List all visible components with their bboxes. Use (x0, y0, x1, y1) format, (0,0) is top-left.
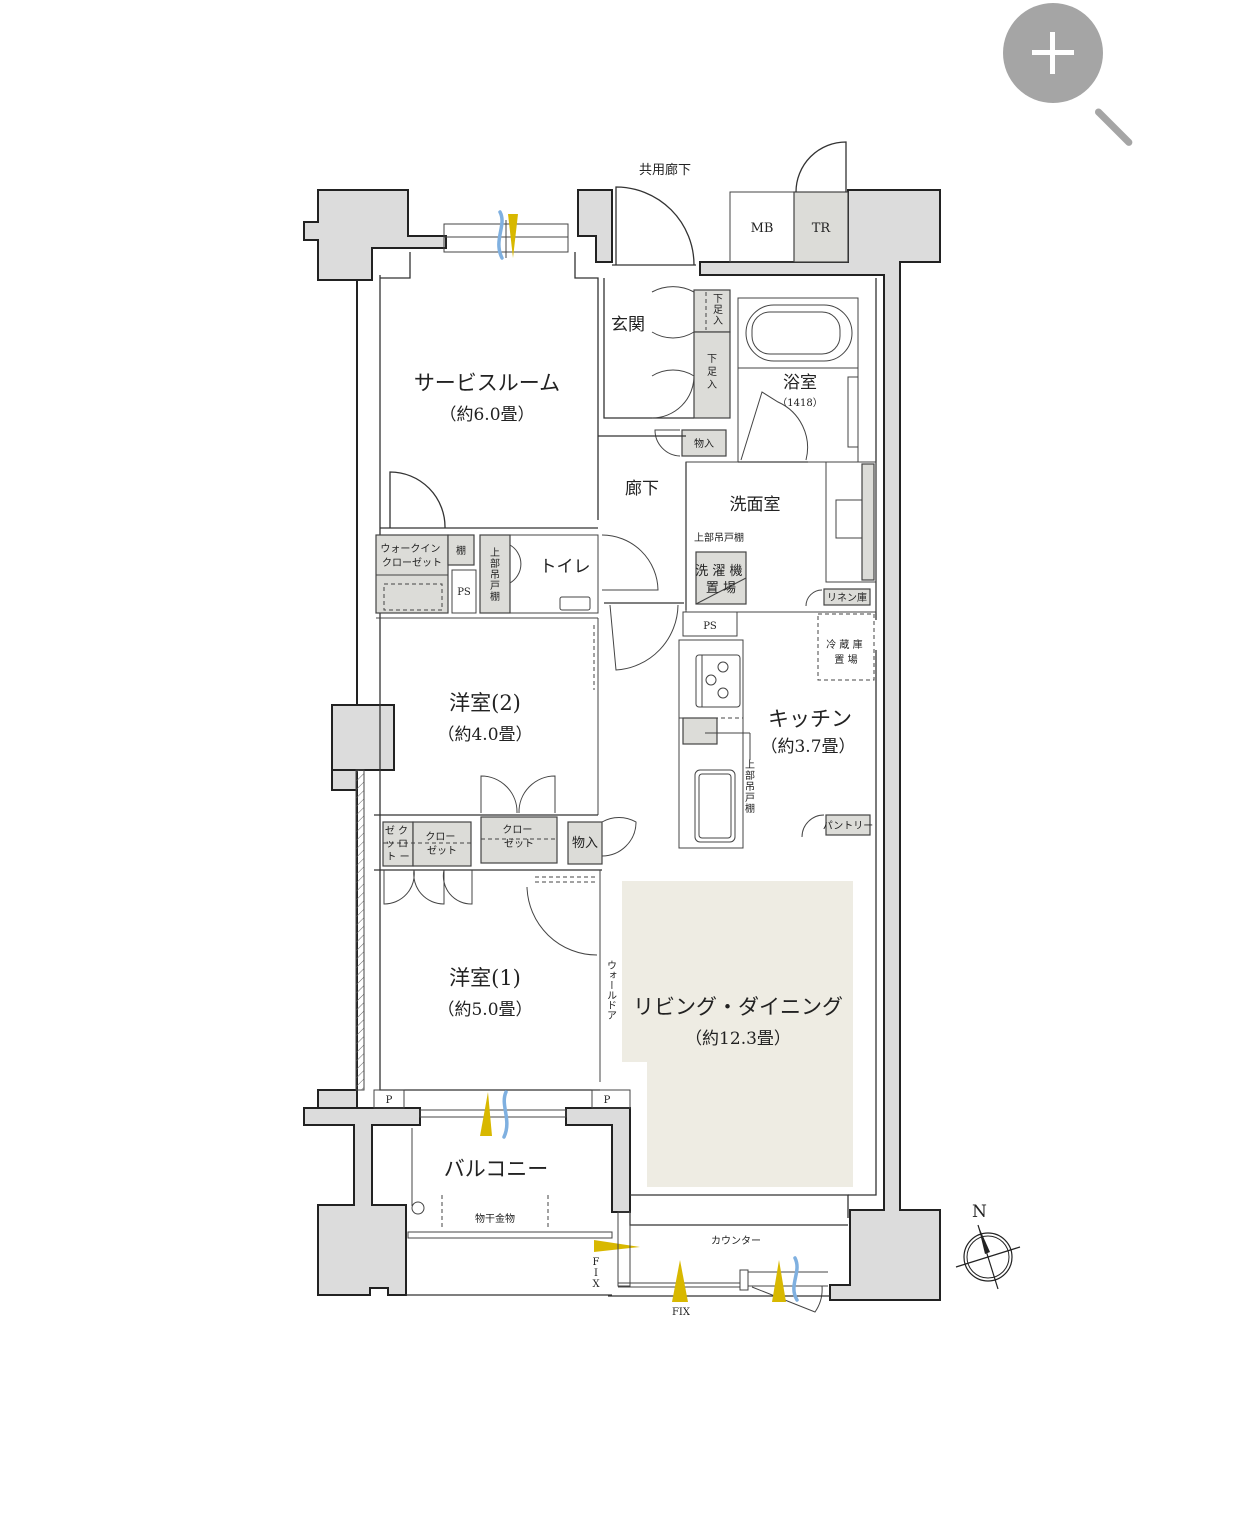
label-counter: カウンター (711, 1235, 761, 1247)
label-washroom-upper-shelf: 上部吊戸棚 (694, 531, 744, 544)
label-pantry: パントリー (823, 820, 874, 832)
closet-toilet-band: ウォークイン クローゼット 棚 PS 上部吊戸棚 トイレ (375, 534, 599, 619)
label-pipe-space-left: P (386, 1095, 393, 1106)
zoom-in-button[interactable] (1003, 3, 1103, 103)
label-linen: リネン庫 (827, 591, 867, 604)
stove-burners-icon (705, 661, 729, 699)
compass-north-label: N (972, 1202, 987, 1222)
room-size-living-dining: （約12.3畳） (685, 1029, 791, 1049)
label-shoe-box-upper: 下足入 (713, 294, 723, 327)
hatched-wall (355, 769, 365, 1091)
entrance-area: 共用廊下 MB TR 玄関 下足入 下足入 物入 (603, 141, 849, 457)
hallway: 廊下 (598, 435, 687, 671)
room-label-bathroom: 浴室 (783, 373, 817, 393)
label-shoe-box-lower: 下足入 (707, 354, 717, 391)
western-room-1: 洋室(1) （約5.0畳） ウォールドア P P (373, 870, 631, 1109)
north-arrow-icon: N (955, 1202, 1021, 1290)
room-size-bathroom: （1418） (777, 397, 822, 409)
closet-band: ゼ ク ッ ロ ト ー クロー ゼット クロー ゼット 物入 (374, 816, 637, 905)
room-label-toilet: トイレ (540, 557, 591, 577)
room-label-living-dining: リビング・ダイニング (633, 995, 843, 1019)
structural-walls (303, 189, 941, 1301)
label-ps-toilet: PS (457, 587, 471, 598)
label-shelf: 棚 (456, 544, 466, 557)
label-ps-kitchen: PS (703, 621, 717, 632)
window-service-room (443, 210, 569, 260)
room-label-kitchen: キッチン (768, 707, 852, 731)
room-label-hallway: 廊下 (625, 479, 659, 499)
label-common-corridor: 共用廊下 (639, 162, 691, 178)
label-closet-room1: クロー ゼット (425, 831, 458, 857)
room-size-kitchen: （約3.7畳） (760, 737, 855, 757)
label-pipe-space-right: P (604, 1095, 611, 1106)
room-label-western-room-1: 洋室(1) (449, 966, 521, 990)
room-label-entrance: 玄関 (611, 315, 645, 335)
room-label-western-room-2: 洋室(2) (449, 691, 521, 715)
room-size-service-room: （約6.0畳） (439, 405, 534, 425)
label-fix-bottom: FIX (672, 1307, 691, 1318)
living-window-wall: カウンター FIX (608, 1211, 848, 1318)
bathroom: 浴室 （1418） (737, 297, 859, 463)
label-fridge: 冷 蔵 庫 置 場 (826, 638, 866, 666)
room-size-western-room-2: （約4.0畳） (437, 725, 532, 745)
label-closet-small: ゼ ク ッ ロ ト ー (385, 825, 411, 863)
living-dining: リビング・ダイニング （約12.3畳） (622, 881, 853, 1187)
label-meter-box: MB (751, 221, 774, 236)
service-room: サービスルーム （約6.0畳） (380, 371, 598, 529)
label-drying-hardware: 物干金物 (475, 1212, 515, 1225)
label-walk-in-closet: ウォークイン クローゼット (380, 543, 443, 569)
label-closet-room2: クロー ゼット (502, 824, 535, 850)
label-balcony: バルコニー (444, 1157, 549, 1181)
label-trunk-room: TR (812, 221, 832, 236)
plus-icon-vertical (1050, 32, 1055, 74)
label-storage-hall: 物入 (572, 836, 598, 851)
label-toilet-upper-shelf: 上部吊戸棚 (490, 547, 500, 603)
room-label-washroom: 洗面室 (730, 495, 781, 515)
room-size-western-room-1: （約5.0畳） (437, 1000, 532, 1020)
label-kitchen-upper-shelf: 上部吊戸棚 (745, 759, 755, 815)
washroom: 洗面室 上部吊戸棚 洗 濯 機 置 場 リネン庫 (685, 461, 877, 613)
room-label-service-room: サービスルーム (414, 371, 560, 395)
label-washing-machine: 洗 濯 機 置 場 (695, 564, 746, 596)
label-wall-door: ウォールドア (605, 960, 617, 1020)
kitchen: PS 上部吊戸棚 冷 蔵 庫 置 場 キッチン （約3.7畳） パントリー (678, 611, 875, 849)
label-storage-entry: 物入 (694, 437, 714, 450)
western-room-2: 洋室(2) （約4.0畳） (374, 618, 599, 816)
